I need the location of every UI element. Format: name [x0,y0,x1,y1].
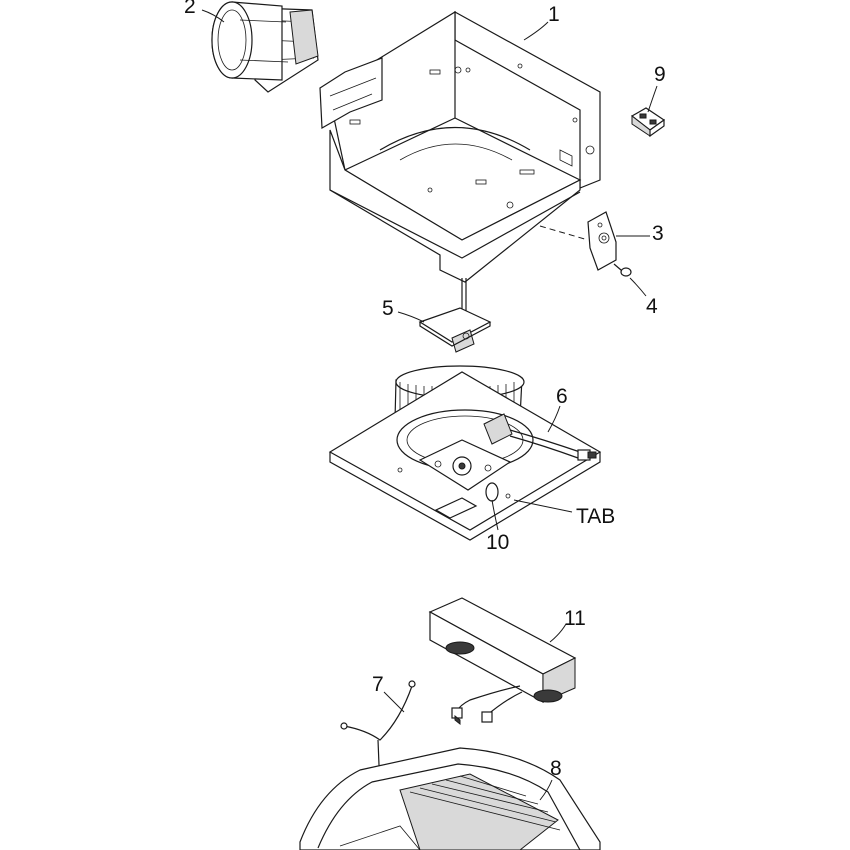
part-1-housing [319,10,601,283]
callout-8: 8 [550,757,562,780]
leader-6 [547,405,561,433]
leader-7 [383,691,405,713]
callout-7: 7 [372,673,384,696]
callout-1: 1 [548,3,560,26]
part-3-alignment-line [539,225,589,241]
part-2-duct-connector [211,1,319,93]
part-11-light-module [428,597,577,726]
leader-2 [201,9,225,23]
callout-2: 2 [184,0,196,18]
leader-tab [513,499,573,513]
part-9-connector-block [630,107,666,138]
leader-8 [539,779,553,801]
callout-5: 5 [382,297,394,320]
callout-10: 10 [486,531,510,554]
leader-5 [397,311,425,323]
part-4-screw [613,263,632,277]
leader-9 [647,85,658,113]
part-5-wiring-plate [418,278,492,353]
leader-11 [549,623,567,643]
leader-4 [629,277,647,297]
callout-3: 3 [652,222,664,245]
callout-tab: TAB [576,505,616,528]
part-3-bracket [587,211,617,271]
part-8-grille [299,747,601,850]
callout-11: 11 [564,607,586,630]
callout-4: 4 [646,295,658,318]
leader-1 [523,21,549,41]
callout-9: 9 [654,63,666,86]
part-6-blower-assembly [328,365,602,541]
callout-6: 6 [556,385,568,408]
leader-10 [491,499,499,531]
